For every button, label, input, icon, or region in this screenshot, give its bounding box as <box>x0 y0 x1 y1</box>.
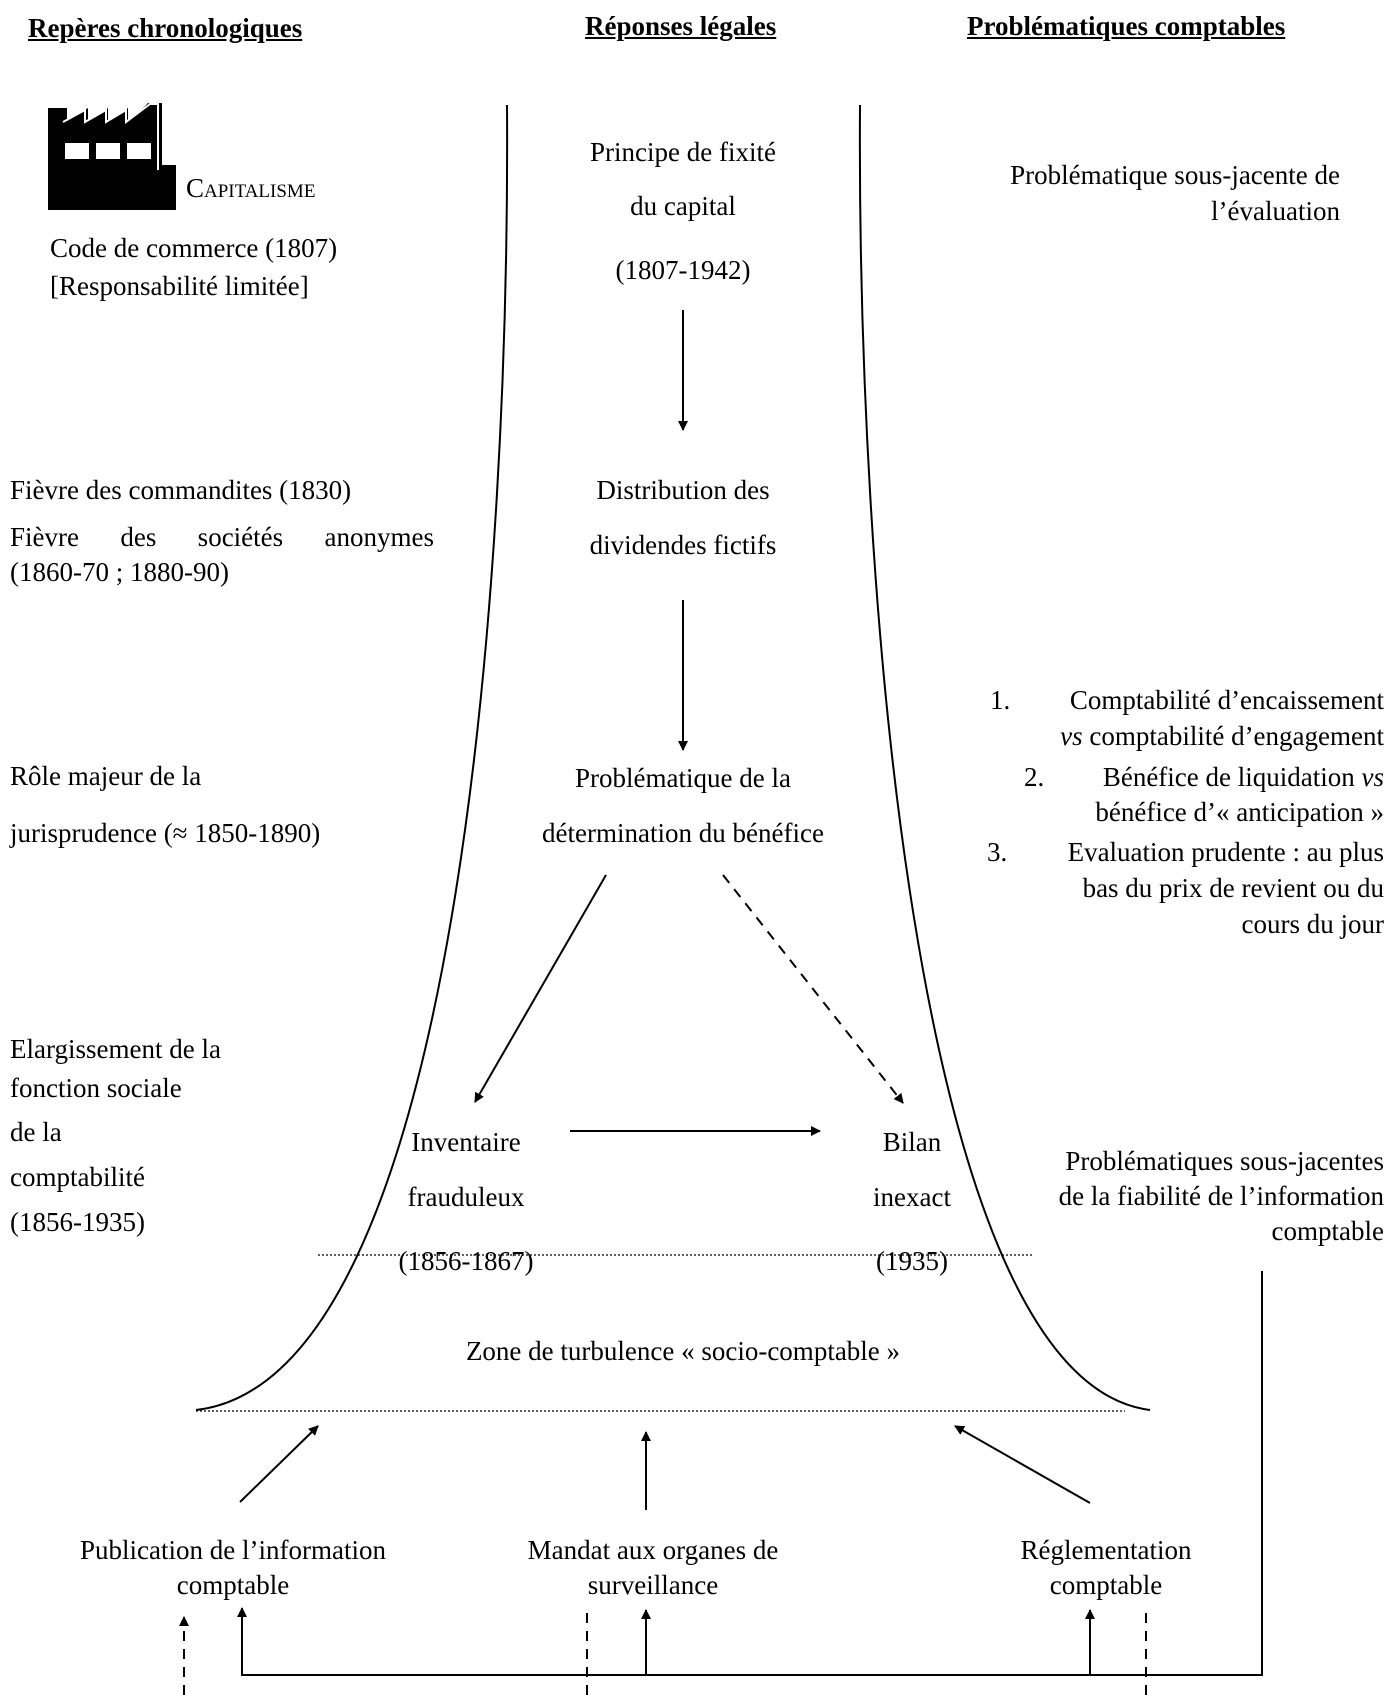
item1-line2: vs comptabilité d’engagement <box>980 720 1384 752</box>
publication-line1: Publication de l’information <box>80 1535 386 1565</box>
item2-line1: Bénéfice de liquidation vs <box>1054 761 1384 793</box>
funnel-left-curve <box>195 104 509 1411</box>
social-line5: (1856-1935) <box>10 1207 145 1237</box>
fiabilite-line1: Problématiques sous-jacentes <box>1065 1146 1384 1176</box>
item1-vs: vs <box>1060 721 1083 751</box>
dividendes-line1: Distribution des <box>596 475 770 505</box>
bilan-line2: inexact <box>873 1182 951 1212</box>
fever-line1: Fièvre des commandites (1830) <box>10 475 352 505</box>
feedback-loop-line <box>237 1271 1263 1676</box>
social-line1: Elargissement de la <box>10 1034 221 1064</box>
social-line4: comptabilité <box>10 1162 145 1192</box>
item2-number: 2. <box>1024 762 1045 792</box>
fixite-line1: Principe de fixité <box>590 137 776 167</box>
header-reperes: Repères chronologiques <box>28 13 303 43</box>
jurisprudence-line1: Rôle majeur de la <box>10 761 202 791</box>
item3-number: 3. <box>987 837 1008 867</box>
reglementation-line1: Réglementation <box>1020 1535 1192 1565</box>
bilan-line1: Bilan <box>882 1127 942 1157</box>
item1-line1: Comptabilité d’encaissement <box>1069 685 1384 715</box>
inventaire-line1: Inventaire <box>411 1127 521 1157</box>
fixite-line3: (1807-1942) <box>615 255 751 285</box>
item3-line1: Evaluation prudente : au plus <box>1067 837 1384 867</box>
item1-line2-text: comptabilité d’engagement <box>1082 721 1384 751</box>
arrow-benefice-to-inventaire <box>474 874 607 1103</box>
mandat-line2: surveillance <box>587 1570 719 1600</box>
inventaire-line2: frauduleux <box>407 1182 525 1212</box>
item2-line2: bénéfice d’« anticipation » <box>1095 797 1384 827</box>
zone-turbulence-label: Zone de turbulence « socio-comptable » <box>465 1336 901 1366</box>
arrow-reglementation-to-zone <box>954 1425 1091 1504</box>
fiabilite-line3: comptable <box>1271 1216 1384 1246</box>
reglementation-line2: comptable <box>1049 1570 1163 1600</box>
fixite-line2: du capital <box>630 191 736 221</box>
header-reponses: Réponses légales <box>585 11 777 41</box>
evaluation-line1: Problématique sous-jacente de <box>1010 160 1340 190</box>
funnel-right-curve <box>858 104 1151 1411</box>
item3-line3: cours du jour <box>1241 909 1384 939</box>
social-line3: de la <box>10 1117 62 1147</box>
arrow-benefice-to-bilan-dashed <box>722 874 904 1104</box>
publication-line2: comptable <box>176 1570 290 1600</box>
mandat-line1: Mandat aux organes de <box>527 1535 779 1565</box>
bilan-line3: (1935) <box>876 1246 948 1276</box>
item2-vs: vs <box>1361 762 1385 792</box>
benefice-line2: détermination du bénéfice <box>542 818 824 848</box>
jurisprudence-line2: jurisprudence (≈ 1850-1890) <box>10 818 321 848</box>
benefice-line1: Problématique de la <box>575 763 791 793</box>
inventaire-line3: (1856-1867) <box>398 1246 534 1276</box>
fever-line2: Fièvre des sociétés anonymes <box>10 522 434 552</box>
fiabilite-line2: de la fiabilité de l’information <box>1058 1181 1384 1211</box>
fever-line3: (1860-70 ; 1880-90) <box>10 557 229 587</box>
arrow-publication-to-zone <box>239 1425 319 1503</box>
dividendes-line2: dividendes fictifs <box>589 530 777 560</box>
item3-line2: bas du prix de revient ou du <box>1082 873 1384 903</box>
code-commerce-line2: [Responsabilité limitée] <box>50 271 309 301</box>
code-commerce-line1: Code de commerce (1807) <box>50 233 338 263</box>
evaluation-line2: l’évaluation <box>1211 196 1340 226</box>
header-problematiques: Problématiques comptables <box>967 11 1286 41</box>
item2-line1-text: Bénéfice de liquidation <box>1102 762 1362 792</box>
item1-number: 1. <box>990 685 1011 715</box>
factory-icon <box>48 103 176 210</box>
social-line2: fonction sociale <box>10 1073 182 1103</box>
capitalism-label: Capitalisme <box>186 173 316 203</box>
